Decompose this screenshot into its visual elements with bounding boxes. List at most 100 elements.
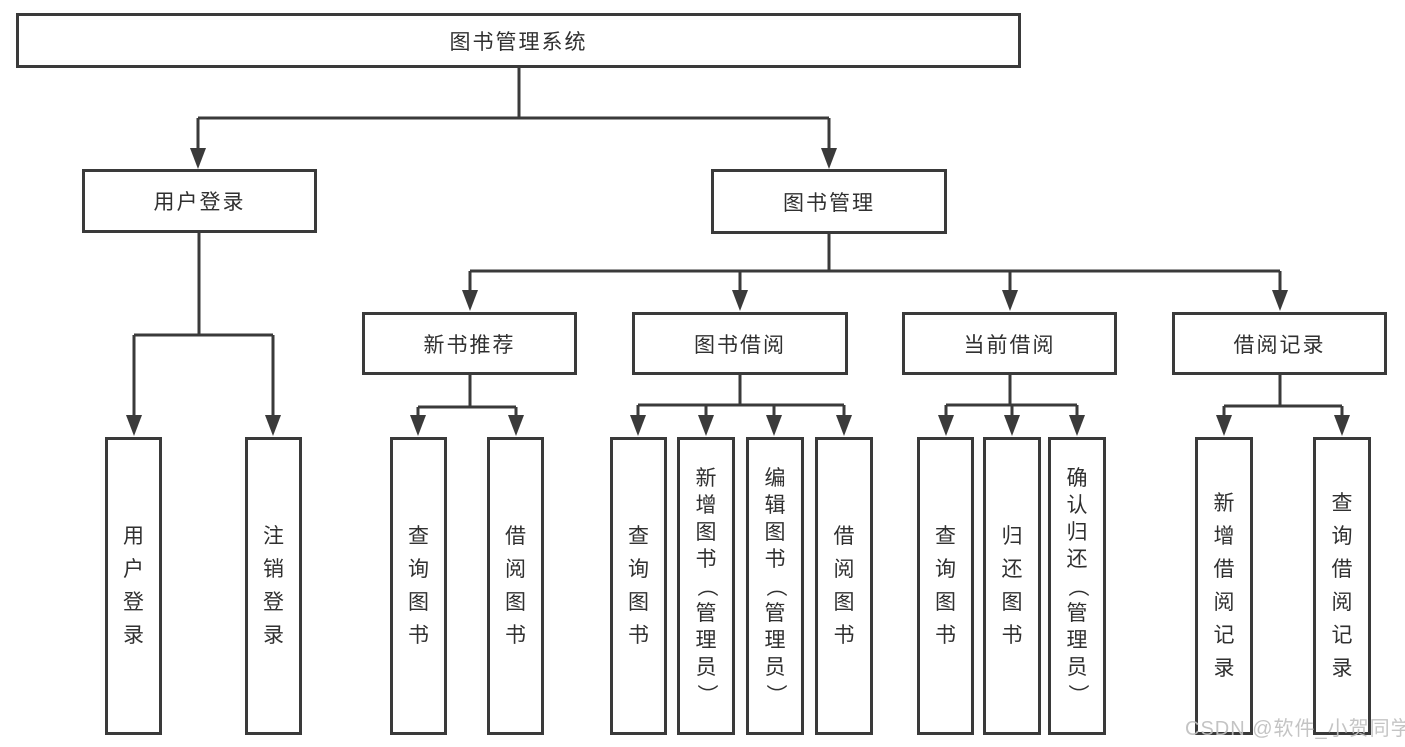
node-label: 图书借阅 (694, 333, 786, 357)
node-label: 用户登录 (108, 440, 159, 732)
arrowhead-icon (732, 290, 748, 311)
vertical-char: （ (763, 575, 787, 597)
node-label: 查询图书 (613, 440, 664, 732)
vertical-char: 查 (628, 525, 649, 548)
vertical-char: 书 (505, 624, 526, 647)
leaf-borrow-books-2: 借阅图书 (815, 437, 873, 735)
vertical-char: 增 (1213, 525, 1235, 548)
vertical-char: 记 (1213, 624, 1235, 647)
arrowhead-icon (1004, 415, 1020, 436)
vertical-char: 借 (833, 525, 855, 548)
arrowhead-icon (410, 415, 426, 436)
vertical-char: 图 (764, 520, 786, 544)
vertical-char: 登 (123, 591, 144, 614)
arrowhead-icon (1216, 415, 1232, 436)
node-label: 新书推荐 (423, 333, 516, 357)
vertical-char: 还 (1001, 558, 1023, 581)
arrowhead-icon (938, 415, 954, 436)
leaf-query-books-1: 查询图书 (390, 437, 447, 735)
node-user-login-branch: 用户登录 (82, 169, 317, 233)
vertical-char: 记 (1331, 624, 1353, 647)
vertical-char: 管 (1066, 601, 1088, 625)
vertical-char: ） (694, 683, 718, 705)
vertical-char: 图 (505, 591, 526, 614)
vertical-char: 书 (1001, 624, 1023, 647)
vertical-char: 新 (1213, 492, 1235, 515)
vertical-char: 查 (935, 525, 956, 548)
vertical-char: 书 (408, 624, 429, 647)
vertical-char: 理 (1066, 628, 1088, 652)
arrowhead-icon (462, 290, 478, 311)
csdn-watermark: CSDN @软件_小贺同学 (1185, 718, 1405, 740)
vertical-char: 录 (263, 624, 284, 647)
vertical-char: 管 (695, 601, 717, 625)
arrowhead-icon (821, 148, 837, 169)
vertical-char: 户 (123, 558, 144, 581)
node-label: 借阅图书 (818, 440, 870, 732)
leaf-add-borrow-record: 新增借阅记录 (1195, 437, 1253, 735)
vertical-char: 借 (1331, 558, 1353, 581)
vertical-char: 确 (1066, 466, 1088, 490)
vertical-char: 归 (1066, 520, 1088, 544)
node-label: 当前借阅 (963, 333, 1056, 357)
node-book-borrow: 图书借阅 (632, 312, 848, 375)
leaf-edit-books-admin: 编辑图书（管理员） (746, 437, 804, 735)
node-label: 用户登录 (153, 191, 246, 214)
leaf-return-books: 归还图书 (983, 437, 1041, 735)
leaf-borrow-books-1: 借阅图书 (487, 437, 544, 735)
vertical-char: ） (763, 683, 787, 705)
vertical-char: 图 (1001, 591, 1023, 614)
node-label: 新增借阅记录 (1198, 440, 1250, 732)
vertical-char: （ (694, 575, 718, 597)
node-current-borrow: 当前借阅 (902, 312, 1117, 375)
vertical-char: 询 (935, 558, 956, 581)
vertical-char: 理 (764, 628, 786, 652)
vertical-char: 新 (695, 466, 717, 490)
vertical-char: 员 (695, 655, 717, 679)
node-label: 查询图书 (920, 440, 971, 732)
node-label: 注销登录 (248, 440, 299, 732)
leaf-confirm-return-admin: 确认归还（管理员） (1048, 437, 1106, 735)
vertical-char: 销 (263, 558, 284, 581)
node-borrow-records: 借阅记录 (1172, 312, 1387, 375)
node-label: 确认归还（管理员） (1051, 440, 1103, 732)
vertical-char: 员 (1066, 655, 1088, 679)
arrowhead-icon (766, 415, 782, 436)
node-label: 归还图书 (986, 440, 1038, 732)
vertical-char: 图 (628, 591, 649, 614)
node-label: 借阅记录 (1233, 333, 1326, 357)
arrowhead-icon (265, 415, 281, 436)
node-label: 图书管理 (783, 191, 875, 215)
leaf-logout: 注销登录 (245, 437, 302, 735)
vertical-char: 书 (695, 547, 717, 571)
arrowhead-icon (1069, 415, 1085, 436)
vertical-char: 归 (1001, 525, 1023, 548)
vertical-char: 阅 (1331, 591, 1353, 614)
vertical-char: 增 (695, 493, 717, 517)
vertical-char: 注 (263, 525, 284, 548)
vertical-char: 查 (408, 525, 429, 548)
vertical-char: 管 (764, 601, 786, 625)
vertical-char: 询 (1331, 525, 1353, 548)
arrowhead-icon (1334, 415, 1350, 436)
node-label: 查询借阅记录 (1316, 440, 1368, 732)
leaf-query-borrow-record: 查询借阅记录 (1313, 437, 1371, 735)
node-label: 借阅图书 (490, 440, 541, 732)
vertical-char: 询 (628, 558, 649, 581)
vertical-char: 编 (764, 466, 786, 490)
vertical-char: 书 (935, 624, 956, 647)
arrowhead-icon (1272, 290, 1288, 311)
arrowhead-icon (698, 415, 714, 436)
node-new-book-recommend: 新书推荐 (362, 312, 577, 375)
leaf-user-login: 用户登录 (105, 437, 162, 735)
node-root-system: 图书管理系统 (16, 13, 1021, 68)
node-label: 查询图书 (393, 440, 444, 732)
vertical-char: 登 (263, 591, 284, 614)
vertical-char: 阅 (1213, 591, 1235, 614)
arrowhead-icon (630, 415, 646, 436)
arrowhead-icon (1002, 290, 1018, 311)
leaf-query-books-3: 查询图书 (917, 437, 974, 735)
vertical-char: 书 (833, 624, 855, 647)
arrowhead-icon (508, 415, 524, 436)
